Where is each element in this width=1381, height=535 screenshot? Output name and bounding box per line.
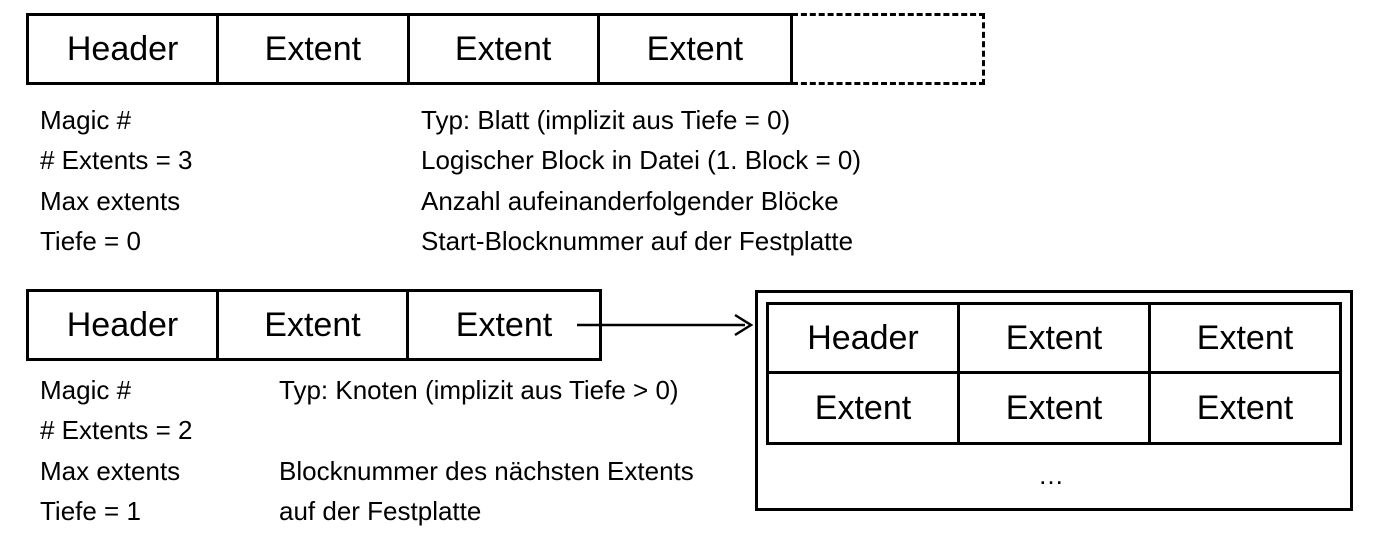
top-extent-cell-3: Extent: [646, 29, 744, 68]
top-header-field-max: Max extents: [40, 186, 181, 216]
child-extent-cell-5: Extent: [1196, 388, 1294, 427]
bottom-extent-cell-1: Extent: [219, 292, 409, 358]
bottom-header-field-extents: # Extents = 2: [40, 415, 193, 445]
child-block-table: Header Extent Extent Extent Extent Exten…: [766, 302, 1342, 445]
child-block-ellipsis: …: [1038, 460, 1064, 490]
top-extent-field-type: Typ: Blatt (implizit aus Tiefe = 0): [421, 105, 791, 135]
child-extent-cell-3: Extent: [769, 374, 960, 442]
child-header-cell: Header: [769, 305, 960, 374]
top-header-field-extents: # Extents = 3: [40, 145, 193, 175]
top-header-field-depth: Tiefe = 0: [40, 226, 141, 256]
bottom-header-field-max: Max extents: [40, 456, 181, 486]
top-header-cell: Header: [29, 16, 220, 82]
top-extent-cell-2: Extent: [410, 16, 600, 82]
bottom-header-field-depth: Tiefe = 1: [40, 496, 141, 526]
top-extent-field-logical-block: Logischer Block in Datei (1. Block = 0): [421, 145, 862, 175]
bottom-header-cell: Header: [29, 292, 219, 358]
bottom-header-field-magic: Magic #: [40, 375, 132, 405]
bottom-extent-field-type: Typ: Knoten (implizit aus Tiefe > 0): [279, 375, 679, 405]
child-extent-cell-2: Extent: [1151, 305, 1339, 374]
child-extent-cell-4: Extent: [960, 374, 1151, 442]
bottom-extent-field-next-block: Blocknummer des nächsten Extents: [279, 456, 694, 486]
bottom-record: Header Extent Extent: [26, 289, 602, 361]
top-empty-slot: [792, 13, 985, 85]
top-extent-field-start: Start-Blocknummer auf der Festplatte: [421, 226, 854, 256]
pointer-arrow-icon: [577, 313, 754, 337]
child-extent-cell-1: Extent: [960, 305, 1151, 374]
bottom-extent-cell-2: Extent: [455, 305, 553, 344]
top-header-field-magic: Magic #: [40, 105, 132, 135]
top-extent-cell-1: Extent: [219, 16, 410, 82]
top-record: Header Extent Extent Extent: [26, 13, 793, 85]
top-extent-field-count: Anzahl aufeinanderfolgender Blöcke: [421, 186, 839, 216]
bottom-extent-field-disk: auf der Festplatte: [279, 496, 482, 526]
child-block: [755, 290, 1353, 511]
